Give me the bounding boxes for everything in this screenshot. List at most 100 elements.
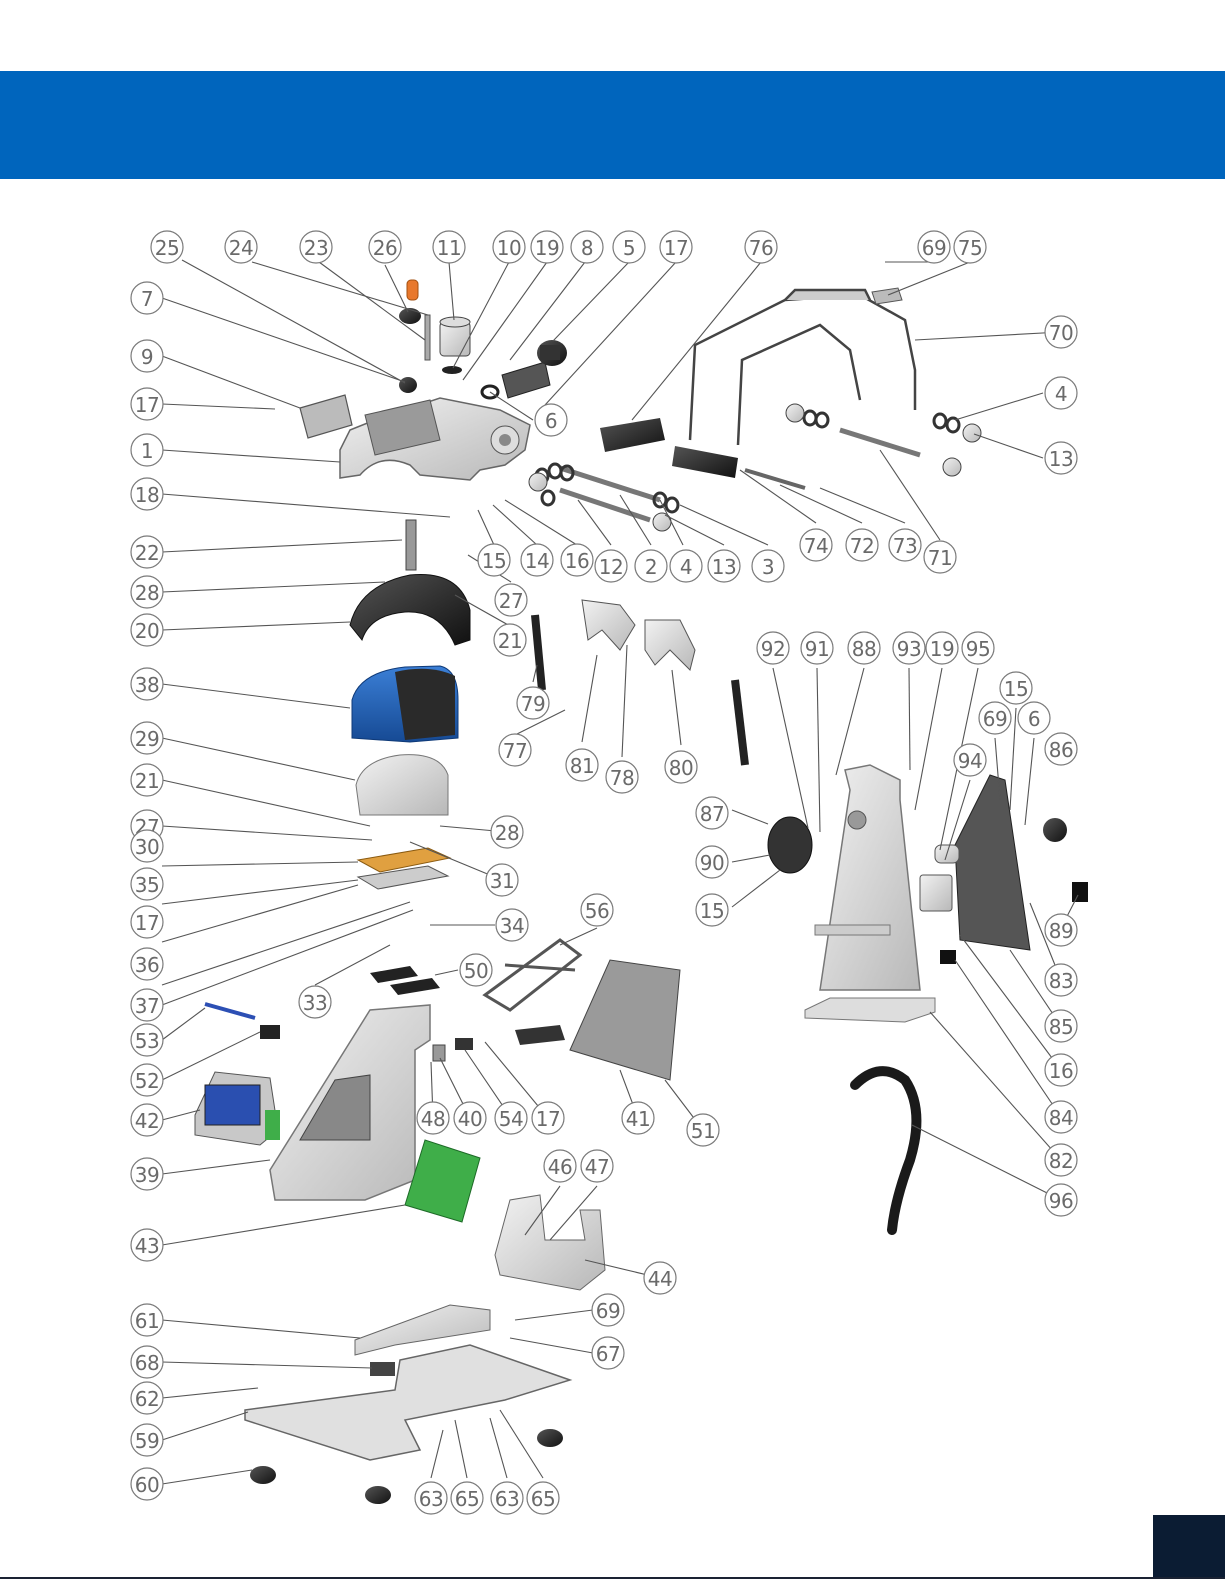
callout-circle — [130, 535, 164, 569]
callout-c63b: 63 — [490, 1481, 524, 1515]
callout-label: 37 — [135, 994, 159, 1018]
part-plate-75 — [871, 287, 903, 305]
part-bracket-44 — [494, 1194, 606, 1291]
part-roller — [439, 316, 471, 357]
callout-circle — [485, 863, 519, 897]
part-base-plate-35 — [356, 865, 450, 890]
part-foot-c — [537, 1429, 563, 1447]
callout-c4a: 4 — [1044, 376, 1078, 410]
callout-circle — [756, 631, 790, 665]
callout-c17c: 17 — [130, 905, 164, 939]
callout-label: 28 — [495, 821, 519, 845]
callout-circle — [368, 230, 402, 264]
callout-c21b: 21 — [130, 763, 164, 797]
callout-label: 19 — [930, 637, 954, 661]
callout-circle — [453, 1101, 487, 1135]
callout-c15c: 15 — [695, 893, 729, 927]
callout-label: 15 — [1004, 677, 1028, 701]
callout-circle — [498, 733, 532, 767]
part-shaft-12 — [559, 465, 661, 503]
part-hose — [850, 1066, 922, 1235]
callout-label: 3 — [762, 555, 774, 579]
part-bearing-set — [528, 403, 982, 532]
callout-c67: 67 — [591, 1336, 625, 1370]
callout-c69b: 69 — [978, 701, 1012, 735]
callout-circle — [686, 1113, 720, 1147]
callout-c40: 40 — [453, 1101, 487, 1135]
callout-label: 20 — [135, 619, 159, 643]
part-tablet — [194, 1071, 280, 1146]
callout-c17d: 17 — [531, 1101, 565, 1135]
callout-circle — [594, 549, 628, 583]
callout-circle — [799, 528, 833, 562]
callout-circle — [664, 750, 698, 784]
callout-circle — [1044, 315, 1078, 349]
callout-circle — [520, 543, 554, 577]
part-panel-41 — [569, 959, 681, 1081]
callout-c37: 37 — [130, 988, 164, 1022]
callout-circle — [1044, 1053, 1078, 1087]
callout-label: 38 — [135, 673, 159, 697]
callout-circle — [477, 543, 511, 577]
callout-label: 69 — [983, 707, 1007, 731]
callout-circle — [543, 1149, 577, 1183]
callout-c80: 80 — [664, 750, 698, 784]
callout-circle — [416, 1101, 450, 1135]
callout-label: 88 — [852, 637, 876, 661]
callout-c89: 89 — [1044, 913, 1078, 947]
callout-label: 18 — [135, 483, 159, 507]
callout-circle — [130, 281, 164, 315]
callout-c48: 48 — [416, 1101, 450, 1135]
callout-c16a: 16 — [560, 543, 594, 577]
callout-label: 12 — [599, 555, 623, 579]
callout-label: 63 — [495, 1487, 519, 1511]
callout-label: 21 — [498, 629, 522, 653]
callout-circle — [531, 1101, 565, 1135]
callout-label: 6 — [1028, 707, 1040, 731]
callout-label: 78 — [610, 766, 634, 790]
callout-label: 1 — [141, 439, 153, 463]
callout-c18: 18 — [130, 477, 164, 511]
callout-circle — [892, 631, 926, 665]
callout-circle — [1017, 701, 1051, 735]
part-roller-76 — [600, 418, 665, 452]
callout-label: 67 — [596, 1342, 620, 1366]
callout-c94: 94 — [953, 743, 987, 777]
callout-c41: 41 — [621, 1101, 655, 1135]
callout-label: 90 — [700, 851, 724, 875]
callout-c60: 60 — [130, 1467, 164, 1501]
callout-c19a: 19 — [530, 230, 564, 264]
callout-label: 69 — [922, 236, 946, 260]
callout-circle — [643, 1261, 677, 1295]
part-bracket-80 — [644, 619, 696, 671]
callout-circle — [570, 230, 604, 264]
callout-circle — [605, 760, 639, 794]
callout-c95: 95 — [961, 631, 995, 665]
callout-circle — [925, 631, 959, 665]
part-gas-spring-right — [731, 679, 749, 766]
part-orange-pad — [356, 847, 452, 873]
callout-label: 91 — [805, 637, 829, 661]
callout-label: 34 — [500, 914, 524, 938]
part-bracket-81 — [581, 599, 636, 651]
callout-c91: 91 — [800, 631, 834, 665]
callout-circle — [516, 686, 550, 720]
callout-label: 48 — [421, 1107, 445, 1131]
callout-circle — [130, 1303, 164, 1337]
part-orange-pin — [406, 279, 419, 301]
callout-circle — [130, 763, 164, 797]
callout-circle — [707, 549, 741, 583]
callout-c56: 56 — [580, 893, 614, 927]
callout-circle — [414, 1481, 448, 1515]
callout-label: 4 — [680, 555, 692, 579]
part-pad-50b — [390, 978, 440, 995]
callout-c28b: 28 — [490, 815, 524, 849]
callout-circle — [130, 947, 164, 981]
callout-c44: 44 — [643, 1261, 677, 1295]
callout-circle — [493, 623, 527, 657]
callout-circle — [744, 230, 778, 264]
callout-label: 56 — [585, 899, 609, 923]
callout-label: 47 — [585, 1155, 609, 1179]
callout-circle — [917, 230, 951, 264]
callout-circle — [130, 477, 164, 511]
